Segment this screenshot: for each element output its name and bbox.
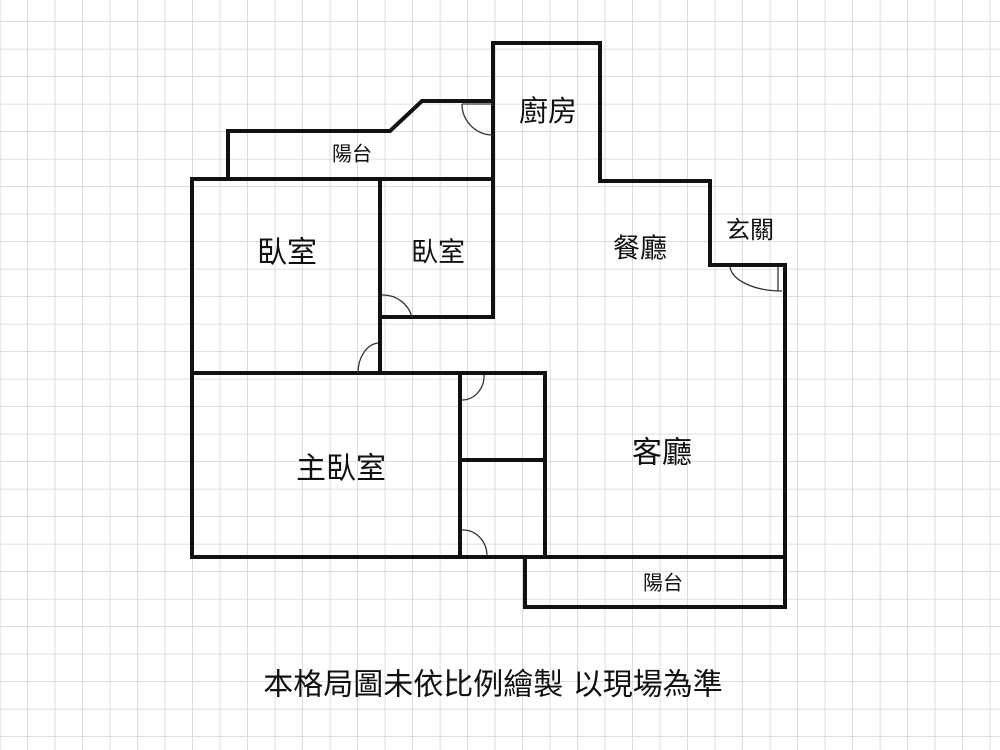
- room-label-living: 客廳: [632, 436, 692, 471]
- room-label-bedroom-2: 臥室: [411, 238, 465, 269]
- room-label-balcony-bottom: 陽台: [643, 571, 683, 595]
- door-arc-closet-2: [461, 529, 488, 557]
- master-bedroom-walls: [190, 371, 462, 559]
- door-arc-entrance: [729, 266, 783, 292]
- door-arc-kitchen-balcony: [461, 103, 494, 136]
- room-label-bedroom-1: 臥室: [257, 236, 317, 271]
- top-balcony-walls: [226, 99, 495, 181]
- disclaimer-note: 本格局圖未依比例繪製 以現場為準: [263, 668, 723, 703]
- closet-walls: [458, 371, 547, 559]
- doors: [357, 103, 783, 557]
- bottom-balcony-walls: [523, 555, 787, 609]
- door-arc-bedroom-1: [357, 342, 379, 374]
- kitchen-walls: [491, 41, 787, 559]
- room-label-master-bedroom: 主臥室: [296, 452, 386, 487]
- room-label-entrance: 玄關: [726, 216, 774, 244]
- walls: [190, 41, 787, 609]
- room-label-balcony-top: 陽台: [332, 142, 372, 166]
- room-label-kitchen: 廚房: [519, 94, 577, 128]
- door-arc-bedroom-2: [381, 294, 413, 318]
- room-label-dining: 餐廳: [613, 234, 667, 265]
- door-arc-closet-1: [461, 374, 485, 401]
- bedroom-2-walls: [378, 177, 495, 319]
